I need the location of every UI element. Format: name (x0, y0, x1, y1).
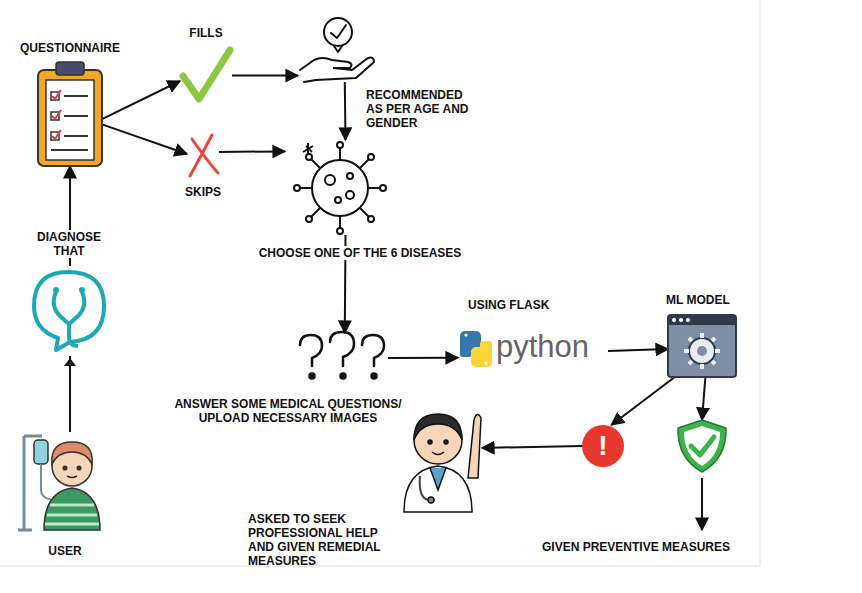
flask-python-node: USING FLASKpython (458, 328, 608, 370)
node-label: RECOMMENDED AS PER AGE AND GENDER (366, 88, 470, 130)
stethoscope-bubble-icon (28, 266, 114, 366)
node-label: SKIPS (173, 185, 233, 199)
medical-questions-node: ANSWER SOME MEDICAL QUESTIONS/ UPLOAD NE… (298, 333, 388, 383)
user-node: USER (15, 432, 110, 532)
flow-arrow (232, 75, 298, 77)
shield-icon (678, 420, 726, 472)
model-window-icon (668, 315, 736, 377)
cross-icon (190, 135, 218, 176)
hand-icon (300, 18, 374, 82)
frame-line (0, 566, 760, 567)
node-label: ! (582, 431, 624, 461)
node-label: ANSWER SOME MEDICAL QUESTIONS/ UPLOAD NE… (168, 397, 408, 425)
node-label: QUESTIONNAIRE (8, 41, 132, 55)
flow-arrow (219, 150, 285, 153)
preventive-node: GIVEN PREVENTIVE MEASURES (678, 420, 726, 472)
edge-label: DIAGNOSE THAT (28, 230, 110, 258)
flow-arrow (482, 446, 582, 448)
doctor-icon (404, 414, 481, 512)
python-logo (460, 330, 492, 367)
question-icon (300, 332, 384, 379)
flow-arrow (608, 349, 668, 351)
skips-node: SKIPS (187, 133, 219, 175)
virus-icon (294, 142, 386, 234)
node-label: python (496, 330, 608, 364)
recommendation-node: RECOMMENDED AS PER AGE AND GENDER (298, 18, 376, 82)
ml-model-node: ML MODEL (668, 315, 736, 377)
check-icon (183, 50, 230, 99)
flow-arrow (344, 82, 347, 140)
node-label: GIVEN PREVENTIVE MEASURES (518, 540, 754, 554)
fills-node: FILLS (180, 48, 232, 103)
node-label: ASKED TO SEEK PROFESSIONAL HELP AND GIVE… (248, 512, 398, 568)
node-label: USING FLASK (468, 298, 558, 312)
questionnaire-node: QUESTIONNAIRE (38, 62, 102, 166)
disease-choice-node: CHOOSE ONE OF THE 6 DISEASES (285, 140, 395, 235)
doctor-node: ASKED TO SEEK PROFESSIONAL HELP AND GIVE… (398, 408, 482, 513)
node-label: USER (35, 544, 95, 558)
flow-arrow (702, 377, 705, 420)
flow-arrow (388, 357, 458, 359)
flow-arrow (102, 81, 180, 119)
flow-arrow (102, 124, 187, 154)
flow-arrow (611, 377, 674, 425)
node-label: FILLS (166, 26, 246, 40)
alert-circle (582, 425, 624, 467)
leader-arrow (701, 478, 703, 530)
node-label: ML MODEL (666, 293, 746, 307)
node-label: CHOOSE ONE OF THE 6 DISEASES (235, 246, 485, 260)
alert-node: ! (582, 425, 624, 467)
frame-line (760, 0, 761, 566)
clipboard-icon (38, 62, 102, 166)
user-icon (18, 436, 100, 530)
